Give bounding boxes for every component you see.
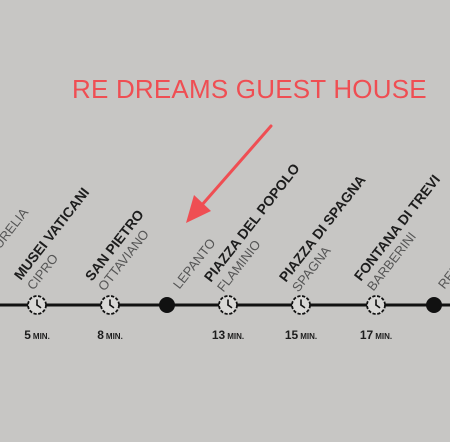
travel-time-unit: MIN. xyxy=(227,332,245,341)
station-dot xyxy=(426,297,442,313)
clock-icon xyxy=(27,295,47,315)
clock-icon xyxy=(218,295,238,315)
travel-time-value: 15 xyxy=(284,328,299,342)
clock-icon xyxy=(100,295,120,315)
travel-time-value: 8 xyxy=(97,328,104,342)
hotel-annotation-title: RE DREAMS GUEST HOUSE xyxy=(72,74,427,104)
travel-time-unit: MIN. xyxy=(300,332,318,341)
travel-time-value: 5 xyxy=(24,328,31,342)
travel-time-value: 13 xyxy=(211,328,226,342)
travel-time-unit: MIN. xyxy=(105,332,123,341)
clock-icon xyxy=(291,295,311,315)
travel-time-unit: MIN. xyxy=(375,332,393,341)
travel-time-unit: MIN. xyxy=(32,332,50,341)
clock-icon xyxy=(366,295,386,315)
travel-time-value: 17 xyxy=(359,328,374,342)
station-dot xyxy=(159,297,175,313)
